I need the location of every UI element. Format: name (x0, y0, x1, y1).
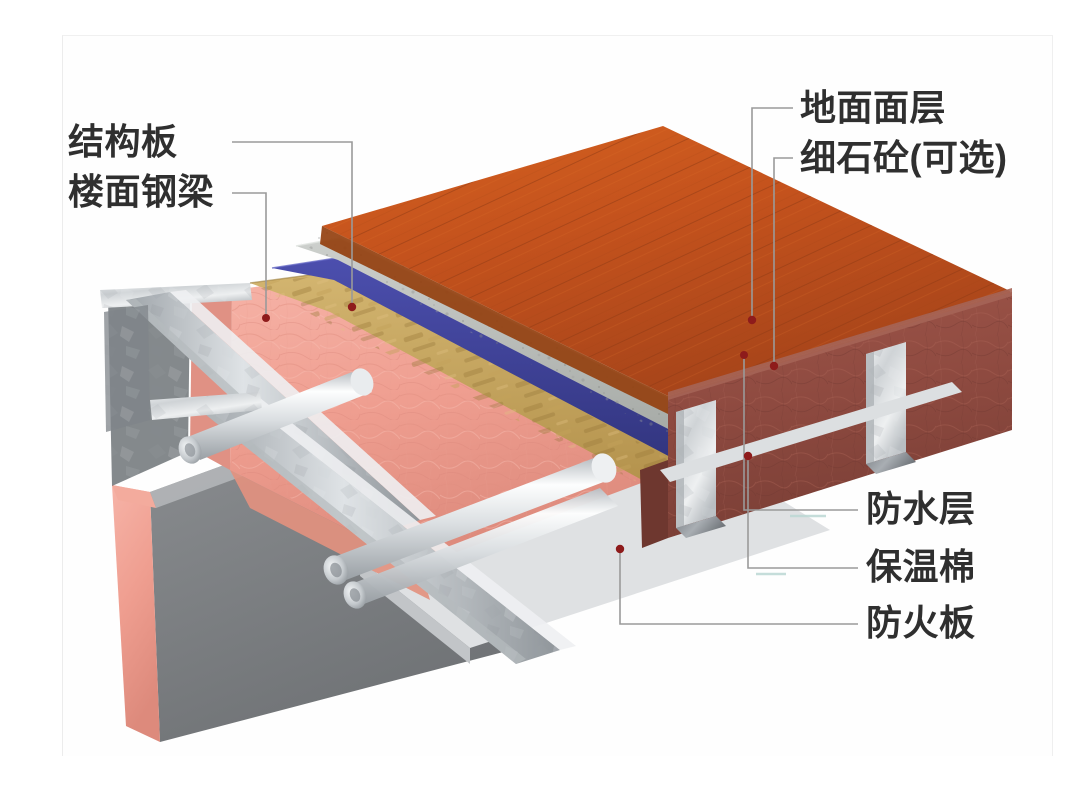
leader-structural-board (232, 141, 353, 306)
steel-c-joist-2 (200, 398, 576, 664)
label-fireproof-board: 防火板 (866, 602, 976, 643)
label-floor-steel-beam: 楼面钢梁 (68, 171, 215, 212)
joist-stub-tex (150, 392, 262, 420)
pipe-upper (178, 368, 374, 464)
red-insulation-top-sliver (668, 288, 1012, 400)
leader-lines (232, 107, 858, 625)
joist-web-left-tex (104, 305, 150, 432)
marker-waterproof (740, 351, 748, 359)
marker-fireproof-board (615, 544, 625, 554)
red-insulation-left-return (640, 460, 668, 548)
label-ground-finish-layer: 地面面层 (800, 87, 947, 128)
leader-fine-concrete (773, 157, 793, 366)
leader-insulation (747, 455, 858, 569)
marker-ground-finish (747, 315, 757, 325)
wool-front-roll (230, 470, 430, 600)
label-thermal-insulation: 保温棉 (866, 546, 976, 587)
wood-left-edge (320, 226, 668, 414)
marker-insulation (743, 451, 753, 461)
marker-fine-concrete (769, 361, 779, 371)
soffit-left-insulation-edge (112, 485, 160, 742)
leader-ground-finish (751, 107, 793, 320)
bottom-track-rail (660, 382, 962, 482)
marker-floor-steel-beam (262, 314, 270, 322)
pipe-lower-a (323, 453, 617, 585)
leader-accents (756, 514, 826, 576)
label-structural-board: 结构板 (68, 121, 178, 162)
leader-floor-steel-beam (232, 192, 267, 318)
pipe-penetrations (178, 368, 618, 609)
label-fine-stone-concrete: 细石砼(可选) (800, 137, 1008, 178)
marker-structural-board (347, 302, 357, 312)
soffit-left-insulation-top (112, 485, 156, 508)
marker-dots (262, 302, 779, 554)
label-waterproof-layer: 防水层 (866, 488, 976, 529)
ceiling-soffit-face (150, 430, 530, 742)
leader-fireproof-board (619, 548, 858, 625)
leader-waterproof (743, 354, 858, 511)
pipe-lower-b (343, 488, 618, 609)
steel-stud-group-front (660, 342, 962, 538)
